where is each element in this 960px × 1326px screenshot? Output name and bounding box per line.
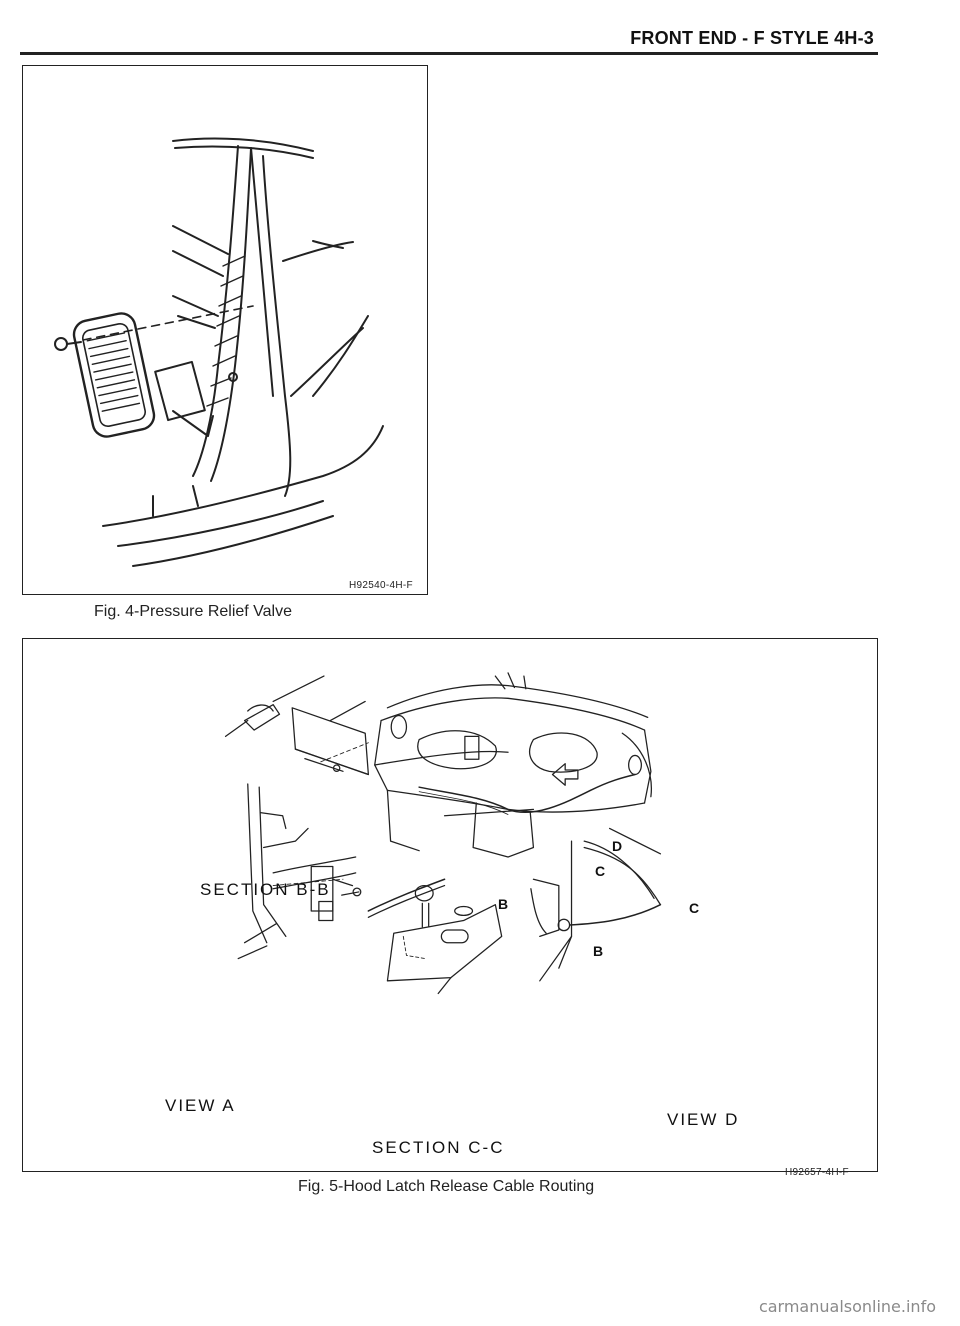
figure-4-caption: Fig. 4-Pressure Relief Valve xyxy=(94,603,292,620)
section-cc-label: SECTION C-C xyxy=(372,1138,505,1157)
callout-letter-c2: C xyxy=(689,900,700,916)
view-d-label: VIEW D xyxy=(667,1110,740,1129)
page-title: FRONT END - F STYLE 4H-3 xyxy=(630,28,874,48)
section-bb-label: SECTION B-B xyxy=(200,880,331,899)
figure-5-border-actual xyxy=(22,638,878,1172)
callout-letter-b1: B xyxy=(498,896,509,912)
figure-4-illustration xyxy=(54,137,384,567)
figure-5-content: SECTION B-B VIEW A VIEW D SECTION C-C A … xyxy=(22,638,876,1170)
watermark-text: carmanualsonline.info xyxy=(758,1297,936,1316)
view-a-label: VIEW A xyxy=(165,1096,236,1115)
callout-letter-c1: C xyxy=(595,863,606,879)
figure-4-frame: H92540-4H-F xyxy=(22,65,428,595)
figure-5-illustration xyxy=(224,672,662,995)
figure-4-id-label: H92540-4H-F xyxy=(349,580,413,591)
figure-5-id-label: H92657-4H-F xyxy=(785,1167,849,1178)
callout-letter-b2: B xyxy=(593,943,604,959)
page-header: FRONT END - F STYLE 4H-3 xyxy=(20,28,878,56)
callout-letter-d: D xyxy=(612,838,623,854)
header-rule xyxy=(20,52,878,55)
figure-5-caption: Fig. 5-Hood Latch Release Cable Routing xyxy=(298,1178,595,1195)
